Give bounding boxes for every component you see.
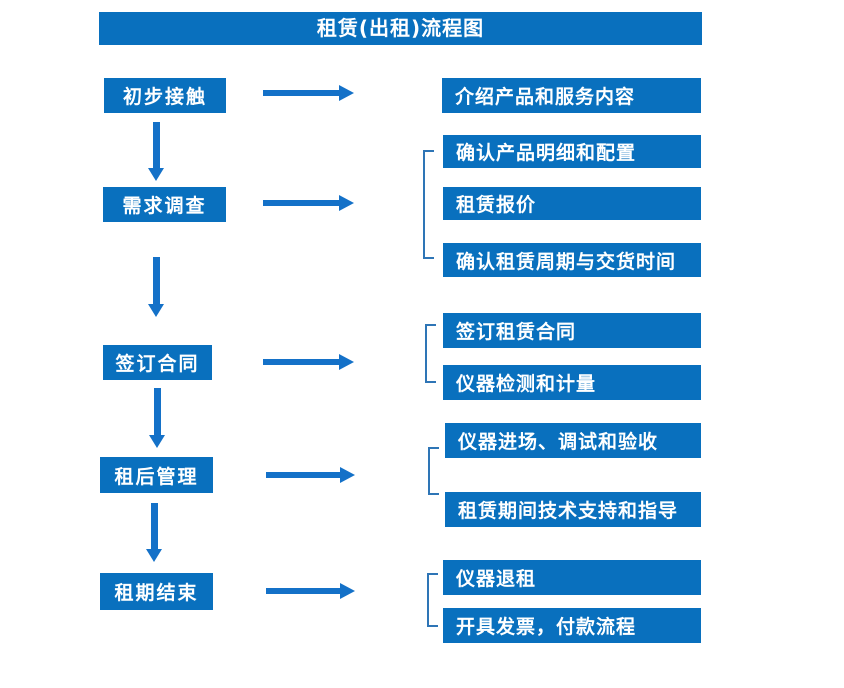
detail-rental-quote: 租赁报价	[443, 187, 701, 220]
detail-instrument-return: 仪器退租	[443, 560, 701, 595]
arrow-right-5	[266, 583, 355, 599]
bracket-sign-contract	[425, 324, 436, 383]
arrow-right-3	[263, 354, 354, 370]
detail-sign-rental-contract: 签订租赁合同	[443, 313, 701, 348]
flowchart-title: 租赁(出租)流程图	[99, 12, 702, 45]
bracket-needs-survey	[423, 150, 434, 259]
arrow-down-3	[149, 388, 165, 448]
detail-introduce-products: 介绍产品和服务内容	[442, 78, 701, 113]
arrow-down-1	[148, 122, 164, 181]
bracket-rental-end	[427, 573, 438, 627]
arrow-down-4	[146, 503, 162, 562]
step-needs-survey: 需求调查	[103, 187, 226, 222]
arrow-right-4	[266, 467, 355, 483]
bracket-post-rental	[428, 447, 439, 495]
step-initial-contact: 初步接触	[104, 78, 226, 113]
detail-confirm-product-config: 确认产品明细和配置	[443, 135, 701, 168]
step-post-rental-management: 租后管理	[100, 457, 213, 493]
step-sign-contract: 签订合同	[103, 345, 212, 380]
detail-instrument-setup-acceptance: 仪器进场、调试和验收	[445, 423, 701, 458]
detail-technical-support: 租赁期间技术支持和指导	[445, 492, 701, 527]
arrow-right-1	[263, 85, 354, 101]
detail-invoice-payment: 开具发票，付款流程	[443, 608, 701, 643]
detail-confirm-period-delivery: 确认租赁周期与交货时间	[443, 243, 701, 277]
step-rental-end: 租期结束	[100, 573, 213, 610]
arrow-down-2	[148, 257, 164, 317]
detail-instrument-testing: 仪器检测和计量	[443, 365, 701, 400]
arrow-right-2	[263, 195, 354, 211]
